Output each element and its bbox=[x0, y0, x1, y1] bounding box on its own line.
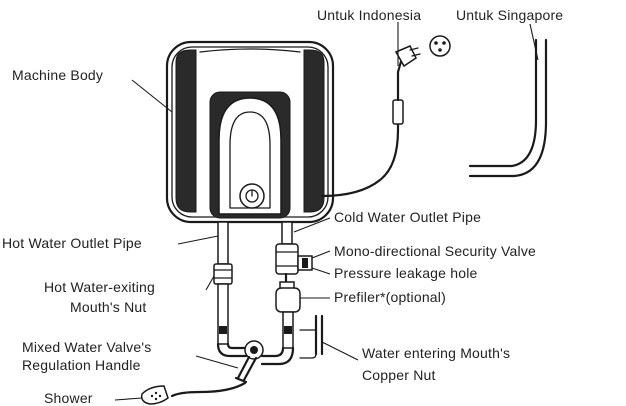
label-shower: Shower bbox=[44, 390, 93, 406]
plug-icon bbox=[394, 45, 417, 68]
label-water-entering-line2: Copper Nut bbox=[362, 367, 436, 383]
labels: Untuk Indonesia Untuk Singapore Machine … bbox=[2, 7, 563, 406]
label-hot-nut-line2: Mouth's Nut bbox=[70, 299, 146, 315]
label-singapore: Untuk Singapore bbox=[456, 7, 563, 23]
label-indonesia: Untuk Indonesia bbox=[317, 7, 421, 23]
label-water-entering-line1: Water entering Mouth's bbox=[362, 345, 510, 361]
power-cable bbox=[320, 35, 451, 198]
machine-body bbox=[165, 40, 335, 224]
leader-lines bbox=[114, 22, 539, 401]
singapore-cable bbox=[468, 38, 548, 178]
hot-water-nut bbox=[213, 263, 233, 285]
hot-water-pipe bbox=[213, 221, 248, 358]
label-machine-body: Machine Body bbox=[12, 67, 103, 83]
label-mixed-valve-line1: Mixed Water Valve's bbox=[22, 339, 151, 355]
inlet-supply-pipe bbox=[299, 314, 324, 359]
cold-water-pipe bbox=[260, 221, 313, 366]
socket-pins-icon bbox=[429, 35, 451, 57]
mixing-valve bbox=[234, 340, 264, 384]
label-prefiler: Prefiler*(optional) bbox=[334, 289, 446, 305]
label-security-valve: Mono-directional Security Valve bbox=[334, 243, 536, 259]
shower-head-icon bbox=[140, 385, 169, 405]
label-pressure-hole: Pressure leakage hole bbox=[334, 265, 478, 281]
label-cold-water-outlet: Cold Water Outlet Pipe bbox=[334, 209, 481, 225]
label-hot-water-outlet: Hot Water Outlet Pipe bbox=[2, 235, 142, 251]
label-hot-nut-line1: Hot Water-exiting bbox=[44, 279, 155, 295]
prefilter bbox=[275, 287, 301, 313]
security-valve bbox=[275, 243, 299, 275]
label-mixed-valve-line2: Regulation Handle bbox=[22, 357, 141, 373]
shower bbox=[140, 381, 247, 405]
